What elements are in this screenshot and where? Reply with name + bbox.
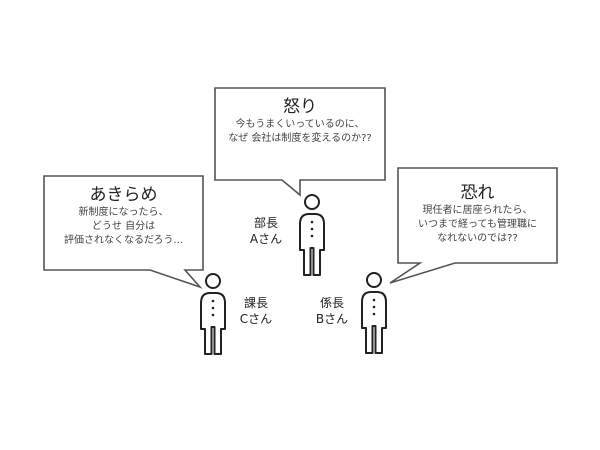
speech-bubble-kacho: あきらめ 新制度になったら、 どうせ 自分は 評価されなくなるだろう... <box>44 184 203 248</box>
role: 課長 <box>243 296 268 310</box>
button-dot-icon <box>372 312 376 316</box>
person-label-bucho: 部長 Aさん <box>246 215 286 247</box>
bubble-outline-bucho <box>214 87 386 197</box>
bubble-outline-kacho <box>43 175 204 289</box>
name: Aさん <box>249 232 283 246</box>
person-head-icon-bucho <box>304 194 320 210</box>
person-icon-kakaricho <box>361 291 387 354</box>
button-dot-icon <box>310 234 314 238</box>
bubble-line: 現任者に居座られたら、 <box>422 205 533 216</box>
bubble-line: 評価されなくなるだろう... <box>64 235 183 246</box>
person-head-icon-kacho <box>205 273 221 289</box>
button-dot-icon <box>211 313 215 317</box>
bubble-line: どうせ 自分は <box>91 221 156 232</box>
button-dot-icon <box>310 220 314 224</box>
person-head-icon-kakaricho <box>366 272 382 288</box>
emotion-title: 怒り <box>283 97 317 117</box>
bubble-outline-kakaricho <box>389 167 558 284</box>
button-dot-icon <box>310 227 314 231</box>
button-dot-icon <box>211 299 215 303</box>
button-dot-icon <box>372 298 376 302</box>
person-label-kacho: 課長 Cさん <box>236 295 276 327</box>
role: 係長 <box>319 296 344 310</box>
bubble-line: なぜ 会社は制度を変えるのか?? <box>228 133 372 144</box>
bubble-line: なれないのでは?? <box>437 233 518 244</box>
bubble-line: 新制度になったら、 <box>78 207 169 218</box>
name: Bさん <box>315 312 349 326</box>
role: 部長 <box>253 216 278 230</box>
bubble-line: 今もうまくいっているのに、 <box>235 119 365 130</box>
speech-bubble-bucho: 怒り 今もうまくいっているのに、 なぜ 会社は制度を変えるのか?? <box>215 96 385 146</box>
emotion-title: 恐れ <box>460 183 495 203</box>
person-label-kakaricho: 係長 Bさん <box>312 295 352 327</box>
name: Cさん <box>239 312 273 326</box>
button-dot-icon <box>372 305 376 309</box>
person-icon-bucho <box>299 213 325 276</box>
speech-bubble-kakaricho: 恐れ 現任者に居座られたら、 いつまで経っても管理職に なれないのでは?? <box>398 182 557 246</box>
person-icon-kacho <box>200 292 226 355</box>
emotion-title: あきらめ <box>89 185 158 205</box>
bubble-line: いつまで経っても管理職に <box>418 219 537 230</box>
button-dot-icon <box>211 306 215 310</box>
